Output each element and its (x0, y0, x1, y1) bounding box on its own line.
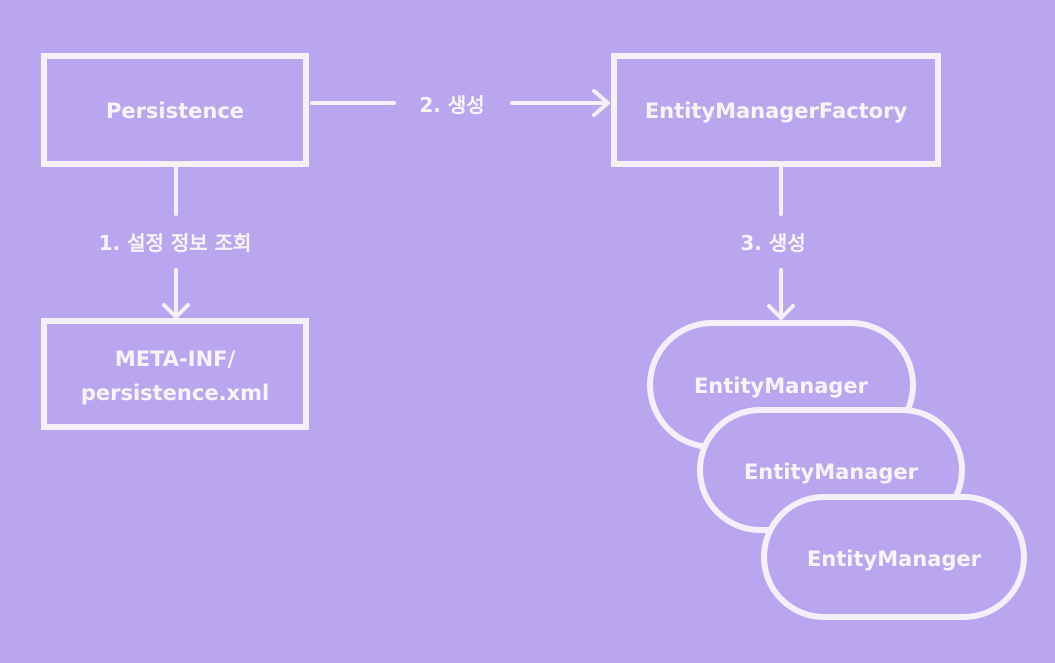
lookup-config-arrowhead (162, 303, 190, 319)
create-manager-label: 3. 생성 (740, 231, 805, 255)
config-node: META-INF/ persistence.xml (41, 318, 309, 430)
create-factory-edge: 2. 생성 (310, 89, 610, 117)
config-label-line1: META-INF/ (115, 347, 236, 371)
factory-node: EntityManagerFactory (611, 53, 941, 167)
create-manager-arrowhead (767, 304, 795, 320)
persistence-box (41, 53, 309, 167)
lookup-config-edge: 1. 설정 정보 조회 (99, 165, 252, 319)
persistence-label: Persistence (106, 99, 244, 123)
create-factory-label: 2. 생성 (419, 93, 484, 117)
factory-label: EntityManagerFactory (645, 99, 908, 123)
manager-node-3: EntityManager (761, 494, 1027, 620)
config-label-line2: persistence.xml (81, 381, 269, 405)
lookup-config-label: 1. 설정 정보 조회 (99, 231, 252, 255)
persistence-node: Persistence (41, 53, 309, 167)
factory-box (611, 53, 941, 167)
manager-label-3: EntityManager (807, 547, 982, 571)
manager-label-1: EntityManager (694, 374, 869, 398)
config-box (41, 318, 309, 430)
create-manager-edge: 3. 생성 (740, 165, 806, 320)
create-factory-arrowhead (592, 89, 610, 117)
manager-pill-3 (761, 494, 1027, 620)
manager-label-2: EntityManager (744, 460, 919, 484)
